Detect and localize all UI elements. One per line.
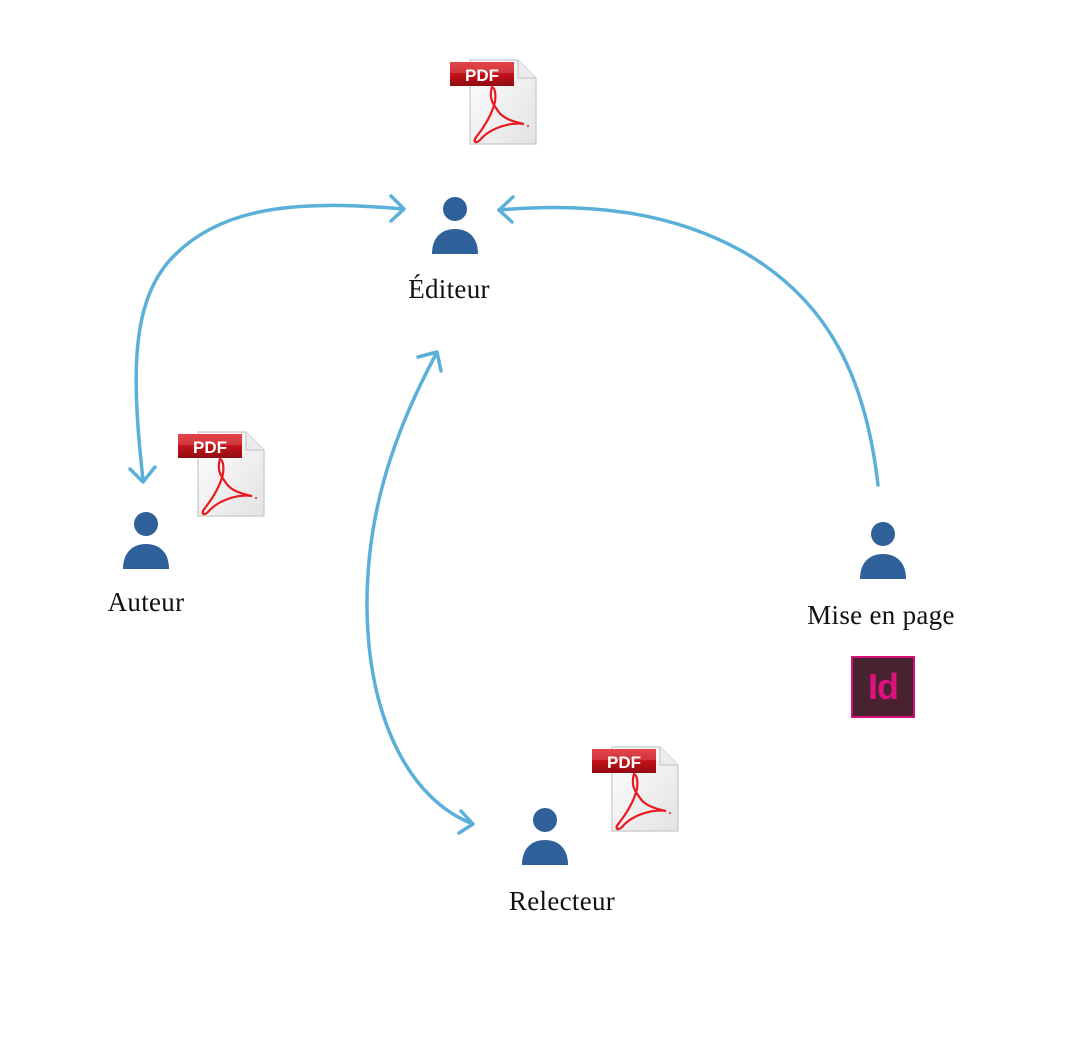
person-icon-auteur: [123, 512, 169, 569]
edge-line: [134, 203, 405, 482]
arrowhead-to-editeur: [497, 195, 515, 224]
pdf-file-icon-auteur: [176, 430, 266, 518]
node-label-mise-en-page: Mise en page: [807, 600, 955, 630]
arrowhead-to-editeur: [389, 194, 406, 223]
person-icon-editeur: [432, 197, 478, 254]
node-label-auteur: Auteur: [107, 587, 185, 617]
node-label-editeur: Éditeur: [408, 274, 490, 304]
person-icon-mise-en-page: [860, 522, 906, 579]
arrowhead-to-editeur: [416, 350, 443, 373]
edge-line: [497, 205, 880, 487]
node-label-relecteur: Relecteur: [508, 886, 616, 916]
edge-mise-en-page-editeur: [497, 195, 880, 487]
arrowhead-to-relecteur: [457, 809, 475, 835]
indesign-icon-text: Id: [868, 666, 899, 707]
pdf-file-icon-editeur: [448, 58, 538, 146]
pdf-file-icon-relecteur: [590, 745, 680, 833]
edge-editeur-relecteur: [365, 350, 475, 835]
edge-editeur-auteur: [128, 194, 406, 484]
person-icon-relecteur: [522, 808, 568, 865]
indesign-icon: Id: [851, 656, 915, 718]
edge-line: [365, 352, 475, 826]
arrowhead-to-auteur: [128, 465, 157, 484]
